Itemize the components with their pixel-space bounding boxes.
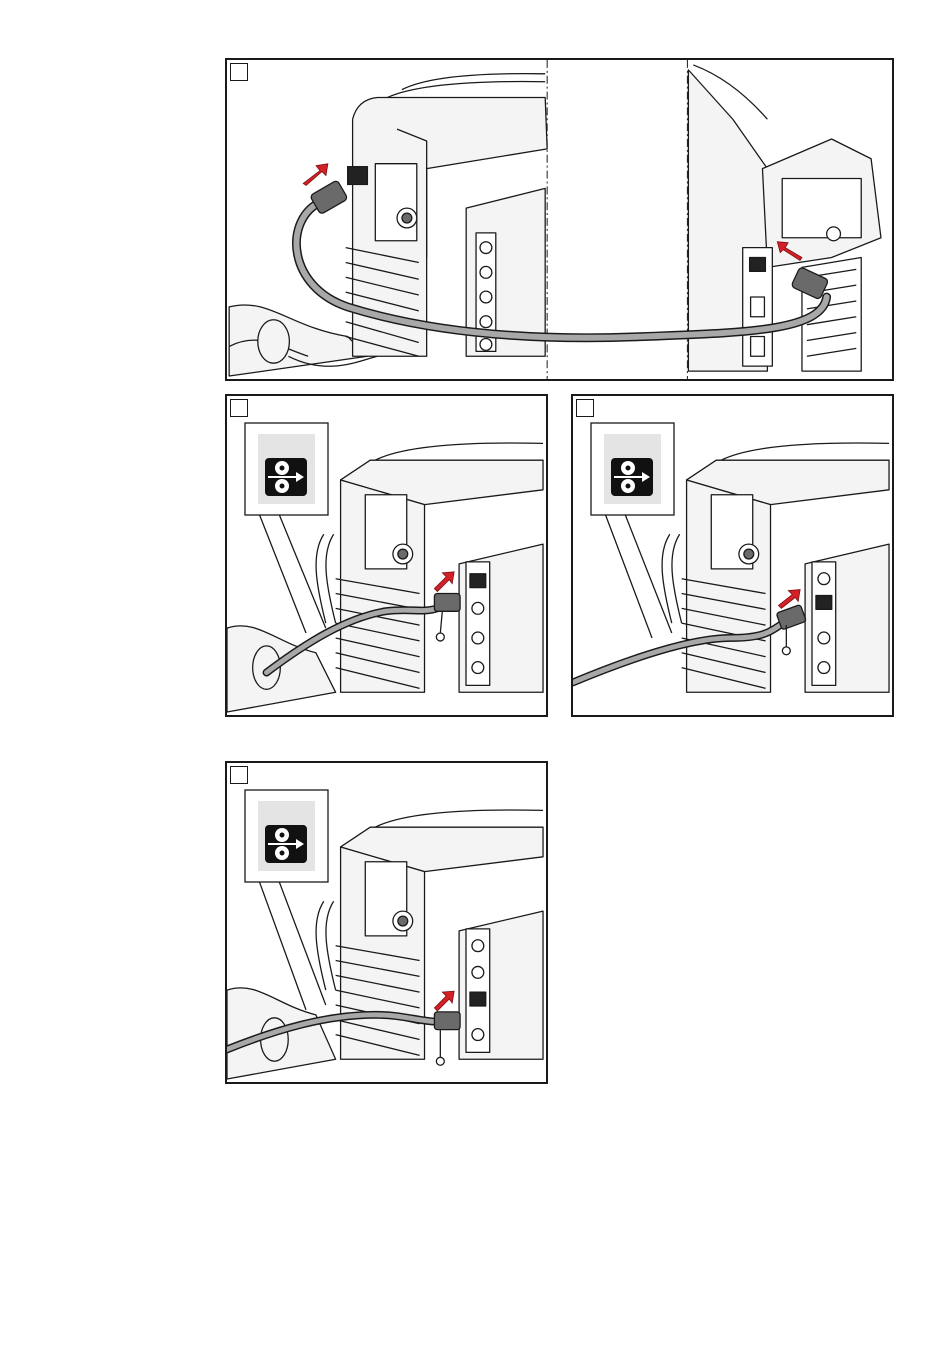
step-marker-box bbox=[230, 63, 248, 81]
illustration-panel-1 bbox=[225, 58, 894, 381]
panel-1-drawing bbox=[227, 60, 892, 379]
illustration-panel-2 bbox=[225, 394, 548, 717]
step-marker-box bbox=[230, 399, 248, 417]
illustration-panel-4 bbox=[225, 761, 548, 1084]
wire-feed-rollers-icon bbox=[265, 458, 307, 496]
step-marker-box bbox=[576, 399, 594, 417]
step-marker-box bbox=[230, 766, 248, 784]
wire-feed-rollers-icon bbox=[611, 458, 653, 496]
symbol-callout bbox=[244, 789, 329, 883]
illustration-panel-3 bbox=[571, 394, 894, 717]
symbol-callout bbox=[590, 422, 675, 516]
wire-feed-rollers-icon bbox=[265, 825, 307, 863]
symbol-callout bbox=[244, 422, 329, 516]
